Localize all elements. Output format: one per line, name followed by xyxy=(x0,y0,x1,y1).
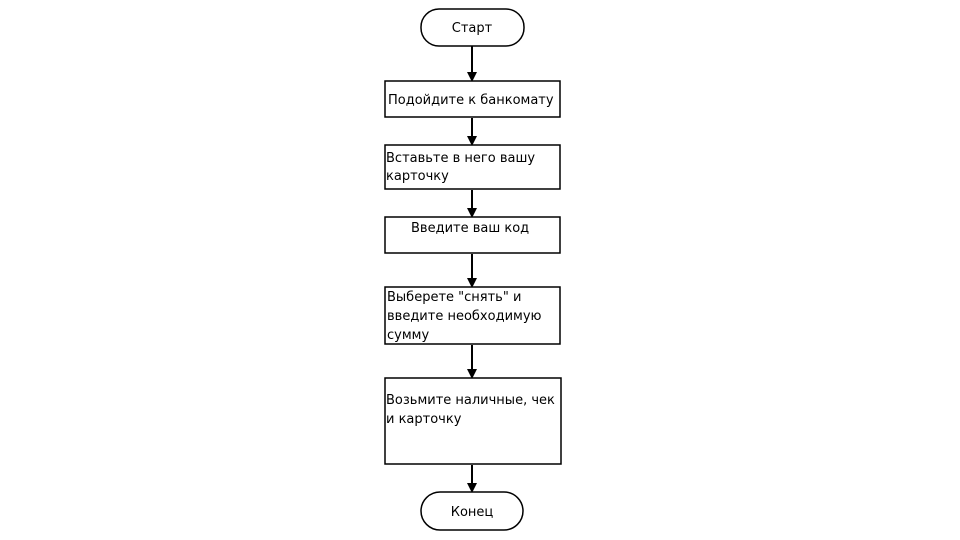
process-label: Подойдите к банкомату xyxy=(388,93,554,108)
process-label: сумму xyxy=(387,328,429,343)
process-box-approach-atm: Подойдите к банкомату xyxy=(384,80,561,118)
process-label: карточку xyxy=(386,169,449,184)
process-label: Выберете "снять" и xyxy=(387,290,521,305)
end-label: Конец xyxy=(451,505,494,520)
process-box-take-cash: Возьмите наличные, чек и карточку xyxy=(384,377,562,465)
process-box-select-withdraw: Выберете "снять" и введите необходимую с… xyxy=(384,286,561,345)
process-label: Возьмите наличные, чек xyxy=(386,393,555,408)
start-label: Старт xyxy=(452,21,493,36)
process-label: введите необходимую xyxy=(387,309,542,324)
process-box-enter-pin: Введите ваш код xyxy=(384,216,561,254)
process-label: Вставьте в него вашу xyxy=(386,151,535,166)
process-label: Введите ваш код xyxy=(411,221,529,236)
start-terminator: Старт xyxy=(420,8,525,47)
end-terminator: Конец xyxy=(420,491,524,531)
process-box-insert-card: Вставьте в него вашу карточку xyxy=(384,144,561,190)
process-label: и карточку xyxy=(386,412,462,427)
